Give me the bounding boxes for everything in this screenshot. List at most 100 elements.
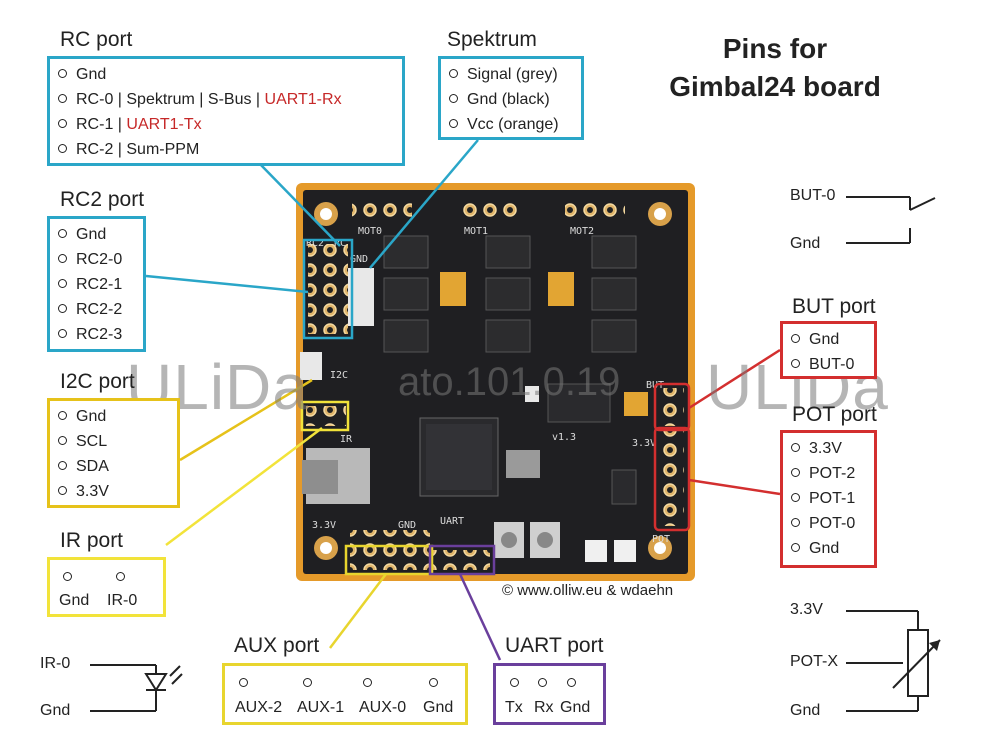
aux-pin-1-hole <box>303 674 312 692</box>
board-label-pot: POT <box>652 534 670 545</box>
pot-schematic <box>846 610 941 712</box>
pin-hole-icon <box>791 359 800 369</box>
pot-pin-gnd: Gnd <box>783 536 874 561</box>
but-port-box: Gnd BUT-0 <box>780 321 877 379</box>
uart-port-box: Tx Rx Gnd <box>493 663 606 725</box>
page-title: Pins for Gimbal24 board <box>640 30 910 106</box>
pin-hole-icon <box>58 94 67 104</box>
pin-hole-icon <box>58 119 67 129</box>
pot-schematic-mid-label: POT-X <box>790 653 839 670</box>
rc-pin-rc1: RC-1 | UART1-Tx <box>50 112 402 137</box>
rc2-connector-line <box>145 274 309 294</box>
i2c-pin-sda: SDA <box>50 454 177 479</box>
spektrum-pin-signal: Signal (grey) <box>441 62 581 87</box>
ir-led-schematic <box>90 664 183 712</box>
uart-pin-tx-hole <box>510 674 519 692</box>
pin-hole-icon <box>449 119 458 129</box>
board-label-mot1: MOT1 <box>464 226 488 237</box>
i2c-pin-scl: SCL <box>50 429 177 454</box>
pot-pin-1: POT-1 <box>783 486 874 511</box>
pin-hole-icon <box>58 436 67 446</box>
pot-port-box: 3.3V POT-2 POT-1 POT-0 Gnd <box>780 430 877 568</box>
credit-text: © www.olliw.eu & wdaehn <box>502 582 674 599</box>
pin-hole-icon <box>58 69 67 79</box>
pin-hole-icon <box>791 334 800 344</box>
button-schematic-bottom-label: Gnd <box>790 235 821 252</box>
aux-port-box: AUX-2 AUX-1 AUX-0 Gnd <box>222 663 468 725</box>
rc2-pin-3: RC2-3 <box>50 322 143 347</box>
rc2-pin-0: RC2-0 <box>50 247 143 272</box>
uart-pin-gnd-label: Gnd <box>560 699 591 716</box>
pin-hole-icon <box>116 572 125 581</box>
uart-pin-rx-label: Rx <box>534 699 554 716</box>
pin-hole-icon <box>449 94 458 104</box>
i2c-port-title: I2C port <box>60 370 135 393</box>
pin-hole-icon <box>303 678 312 687</box>
board-label-i2c: I2C <box>330 370 348 381</box>
rc2-pin-2: RC2-2 <box>50 297 143 322</box>
board-label-rc2: RC2 <box>306 238 324 249</box>
ir-pin-gnd-hole <box>63 568 72 586</box>
rc2-pin-gnd: Gnd <box>50 222 143 247</box>
pin-hole-icon <box>791 443 800 453</box>
uart-connector-line <box>458 573 502 661</box>
rc-port-box: Gnd RC-0 | Spektrum | S-Bus | UART1-Rx R… <box>47 56 405 166</box>
spektrum-pin-gnd: Gnd (black) <box>441 87 581 112</box>
board-label-3v3-right: 3.3V <box>632 438 656 449</box>
rc2-pin-1: RC2-1 <box>50 272 143 297</box>
pin-hole-icon <box>58 279 67 289</box>
ir-pin-gnd-label: Gnd <box>59 592 90 609</box>
pin-hole-icon <box>791 468 800 478</box>
ir-schematic-bottom-label: Gnd <box>40 702 71 719</box>
rc-pin-rc0: RC-0 | Spektrum | S-Bus | UART1-Rx <box>50 87 402 112</box>
pin-hole-icon <box>538 678 547 687</box>
aux-pin-0-hole <box>363 674 372 692</box>
board-label-ir: IR <box>340 434 353 445</box>
spektrum-port-box: Signal (grey) Gnd (black) Vcc (orange) <box>438 56 584 140</box>
ir-port-box: Gnd IR-0 <box>47 557 166 617</box>
i2c-pin-3v3: 3.3V <box>50 479 177 504</box>
pin-hole-icon <box>791 543 800 553</box>
ir-pin-ir0-label: IR-0 <box>107 592 138 609</box>
uart-pin-gnd-hole <box>567 674 576 692</box>
rc-pin-gnd: Gnd <box>50 62 402 87</box>
board-label-mot0: MOT0 <box>358 226 382 237</box>
board-label-gnd: GND <box>350 254 368 265</box>
pin-hole-icon <box>449 69 458 79</box>
pot-header-highlight <box>653 426 691 532</box>
rc-pin-rc2: RC-2 | Sum-PPM <box>50 137 402 162</box>
pin-hole-icon <box>239 678 248 687</box>
pot-schematic-bottom-label: Gnd <box>790 702 821 719</box>
board-label-3v3-left: 3.3V <box>312 520 336 531</box>
board-label-rc: RC <box>334 238 346 249</box>
pot-schematic-top-label: 3.3V <box>790 601 823 618</box>
pot-pin-2: POT-2 <box>783 461 874 486</box>
spektrum-connector-line <box>369 139 479 269</box>
pin-hole-icon <box>58 254 67 264</box>
button-schematic-top-label: BUT-0 <box>790 187 836 204</box>
pot-port-title: POT port <box>792 403 877 426</box>
pin-hole-icon <box>58 411 67 421</box>
aux-header-highlight <box>344 544 434 576</box>
pin-hole-icon <box>363 678 372 687</box>
board-label-uart: UART <box>440 516 464 527</box>
page-title-line-2: Gimbal24 board <box>669 71 881 102</box>
pin-hole-icon <box>567 678 576 687</box>
gimbal-board <box>296 183 695 581</box>
page-title-line-1: Pins for <box>722 33 828 64</box>
ir-schematic-top-label: IR-0 <box>40 655 71 672</box>
pin-hole-icon <box>58 461 67 471</box>
pin-hole-icon <box>58 329 67 339</box>
spektrum-pin-vcc: Vcc (orange) <box>441 112 581 137</box>
rc-connector-line <box>259 163 341 247</box>
pin-hole-icon <box>791 518 800 528</box>
spektrum-port-title: Spektrum <box>447 28 537 51</box>
aux-pin-1-label: AUX-1 <box>297 699 345 716</box>
pin-hole-icon <box>58 144 67 154</box>
pin-hole-icon <box>510 678 519 687</box>
i2c-port-box: Gnd SCL SDA 3.3V <box>47 398 180 508</box>
uart-pin-rx-hole <box>538 674 547 692</box>
board-label-version: v1.3 <box>552 432 576 443</box>
i2c-pin-gnd: Gnd <box>50 404 177 429</box>
aux-pin-gnd-label: Gnd <box>423 699 454 716</box>
